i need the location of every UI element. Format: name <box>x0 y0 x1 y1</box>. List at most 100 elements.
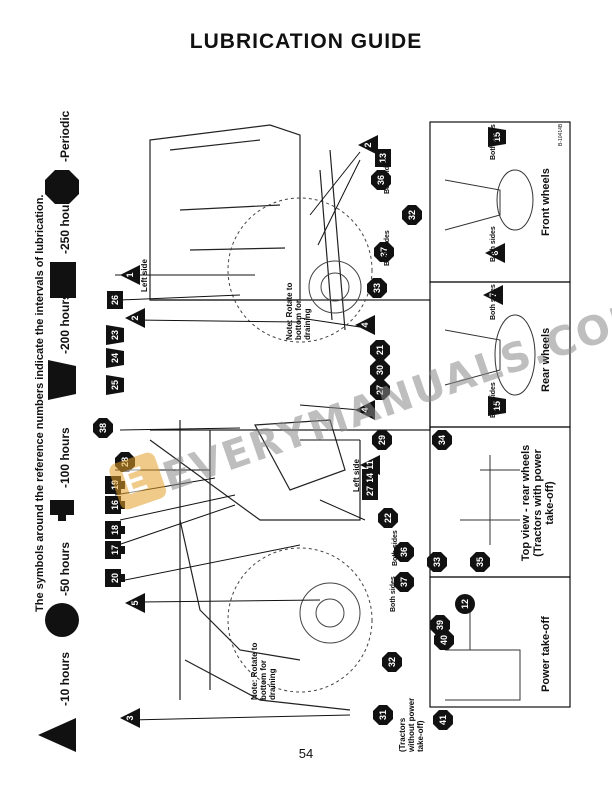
marker-oct-icon <box>402 205 422 225</box>
reference-marker-23: 23 <box>106 325 124 345</box>
reference-marker-24: 24 <box>106 348 124 368</box>
reference-marker-4: 4 <box>355 400 375 420</box>
figure-code: B-10414B <box>558 123 564 146</box>
marker-oct-icon <box>370 360 390 380</box>
tractor-body-lines <box>149 124 431 711</box>
reference-marker-33: 33 <box>427 552 447 572</box>
marker-notch-icon <box>105 569 125 587</box>
marker-trap-icon <box>106 348 124 368</box>
marker-number: 4 <box>360 407 370 412</box>
marker-number: 35 <box>475 557 485 567</box>
both-sides-note: Both sides <box>392 530 399 566</box>
reference-marker-12: 12 <box>455 594 475 614</box>
reference-marker-32: 32 <box>402 205 422 225</box>
reference-marker-36: 36 <box>394 542 414 562</box>
reference-marker-13: 13 <box>375 149 391 167</box>
marker-number: 20 <box>110 573 120 583</box>
both-sides-note: Both sides <box>390 576 397 612</box>
reference-marker-21: 21 <box>370 340 390 360</box>
reference-marker-6: 6 <box>485 243 505 263</box>
reference-marker-18: 18 <box>105 521 125 539</box>
marker-tri-icon <box>483 285 503 305</box>
reference-marker-15: 15 <box>488 396 506 416</box>
legend-circle-icon <box>45 603 79 637</box>
reference-marker-29: 29 <box>372 430 392 450</box>
marker-number: 38 <box>98 423 108 433</box>
marker-number: 33 <box>372 283 382 293</box>
marker-number: 34 <box>437 435 447 445</box>
marker-number: 18 <box>110 525 120 535</box>
marker-oct-icon <box>470 552 490 572</box>
marker-number: 29 <box>377 435 387 445</box>
marker-number: 30 <box>375 365 385 375</box>
marker-rect-icon <box>375 149 391 167</box>
marker-number: 32 <box>407 210 417 220</box>
reference-marker-15: 15 <box>488 127 506 147</box>
reference-marker-31: 31 <box>373 705 393 725</box>
marker-number: 4 <box>360 322 370 327</box>
legend-notched-rectangle-icon <box>50 500 74 521</box>
marker-number: 33 <box>432 557 442 567</box>
legend-symbols <box>38 170 79 752</box>
pto-panel <box>429 576 571 708</box>
marker-number: 27 <box>365 486 375 496</box>
marker-trap-icon <box>106 325 124 345</box>
marker-number: 15 <box>492 132 502 142</box>
marker-number: 13 <box>378 153 388 163</box>
marker-number: 31 <box>378 710 388 720</box>
page-title: LUBRICATION GUIDE <box>189 30 423 53</box>
marker-oct-icon <box>372 430 392 450</box>
reference-marker-27: 27 <box>362 482 378 500</box>
marker-tri-icon <box>120 265 140 285</box>
reference-marker-17: 17 <box>105 541 125 559</box>
reference-marker-25: 25 <box>106 375 124 395</box>
pto-note: (Tractors without power take-off) <box>398 697 425 752</box>
marker-number: 6 <box>490 250 500 255</box>
reference-marker-37: 37 <box>374 242 394 262</box>
reference-marker-20: 20 <box>105 569 125 587</box>
reference-marker-7: 7 <box>483 285 503 305</box>
marker-number: 5 <box>130 600 140 605</box>
reference-marker-35: 35 <box>470 552 490 572</box>
watermark-logo-letter: E <box>117 459 152 503</box>
marker-oct-icon <box>370 340 390 360</box>
marker-rect-icon <box>362 482 378 500</box>
marker-number: 41 <box>438 715 448 725</box>
marker-number: 21 <box>375 345 385 355</box>
panel-sketches <box>444 169 536 701</box>
reference-marker-5: 5 <box>125 593 145 613</box>
reference-marker-33: 33 <box>367 278 387 298</box>
marker-number: 25 <box>110 380 120 390</box>
detail-panel-frames <box>429 121 571 708</box>
marker-oct-icon <box>394 542 414 562</box>
reference-marker-34: 34 <box>432 430 452 450</box>
page-number: 54 <box>298 746 314 761</box>
marker-number: 15 <box>492 401 502 411</box>
legend-rectangle-icon <box>50 262 76 298</box>
reference-marker-3: 3 <box>120 708 140 728</box>
reference-marker-4: 4 <box>355 315 375 335</box>
pto-label: Power take-off <box>540 616 552 692</box>
marker-rect-icon <box>107 291 123 309</box>
marker-trap-icon <box>488 396 506 416</box>
marker-number: 7 <box>488 292 498 297</box>
marker-circ-icon <box>455 594 475 614</box>
marker-number: 26 <box>110 295 120 305</box>
marker-number: 1 <box>125 272 135 277</box>
drain-note-rear: Note: Rotate to bottom for draining <box>250 642 277 700</box>
marker-notch-icon <box>105 541 125 559</box>
marker-tri-icon <box>355 400 375 420</box>
marker-number: 14 <box>365 473 375 483</box>
reference-marker-32: 32 <box>382 652 402 672</box>
marker-oct-icon <box>427 552 447 572</box>
reference-marker-2: 2 <box>125 308 145 328</box>
reference-marker-41: 41 <box>433 710 453 730</box>
marker-oct-icon <box>367 278 387 298</box>
marker-number: 27 <box>375 385 385 395</box>
marker-oct-icon <box>394 572 414 592</box>
marker-oct-icon <box>378 508 398 528</box>
reference-marker-2: 2 <box>358 135 378 155</box>
marker-trap-icon <box>106 375 124 395</box>
both-sides-note: Both sides <box>384 158 391 194</box>
